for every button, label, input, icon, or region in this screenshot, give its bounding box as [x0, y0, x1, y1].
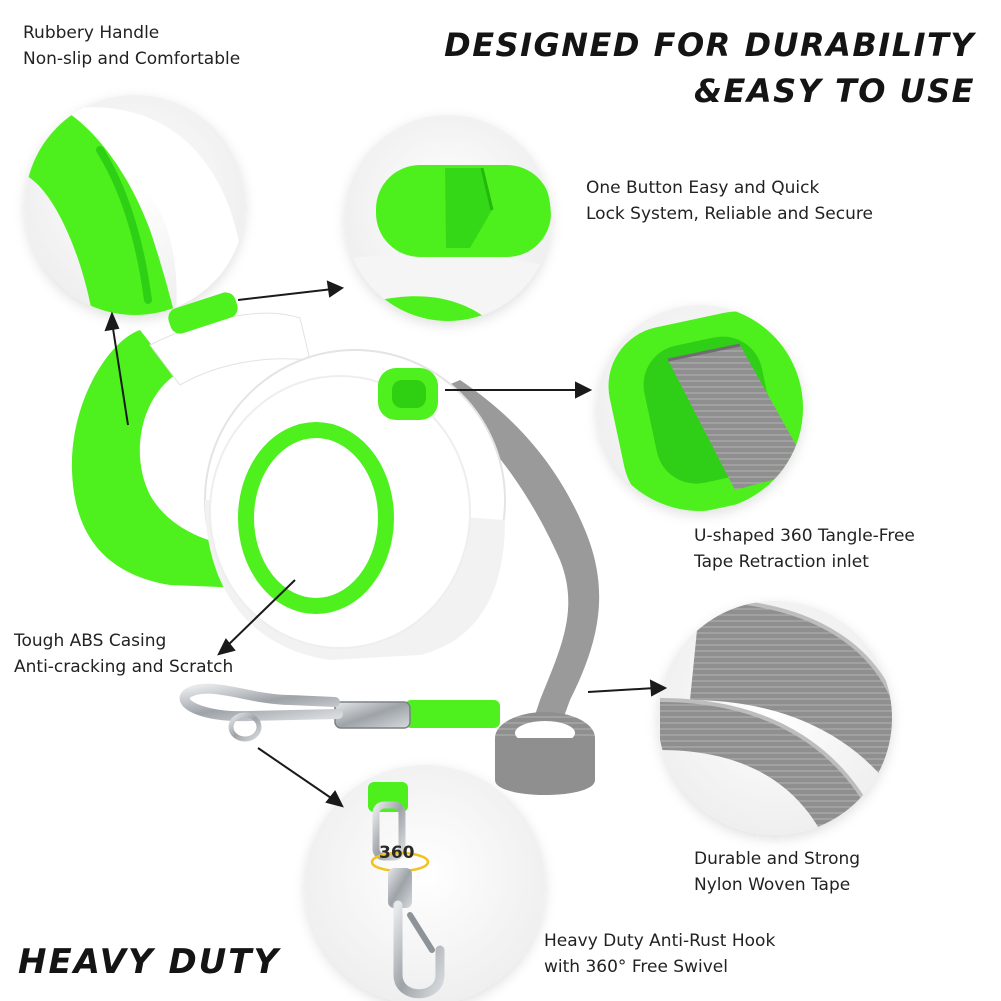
inlet-detail-circle	[597, 305, 803, 511]
tape-detail-circle	[658, 601, 892, 835]
footer-title: HEAVY DUTY	[18, 942, 281, 982]
tape-connector	[405, 700, 500, 728]
casing-caption: Tough ABS Casing Anti-cracking and Scrat…	[14, 631, 234, 677]
casing-ring	[238, 422, 394, 614]
handle-arrow	[111, 321, 129, 426]
hook-caption: Heavy Duty Anti-Rust Hook with 360° Free…	[544, 931, 776, 977]
hook-detail-circle	[305, 765, 545, 1001]
lock-detail-circle	[345, 115, 551, 321]
handle-caption: Rubbery Handle Non-slip and Comfortable	[23, 23, 241, 69]
snap-hook	[179, 683, 343, 722]
swivel-badge: 360	[379, 843, 415, 863]
leash-tape	[432, 380, 600, 760]
page-headline: DESIGNED FOR DURABILITY &EASY TO USE	[444, 22, 975, 114]
lock-arrow	[237, 288, 334, 301]
pointer-arrows	[104, 280, 668, 808]
tape-caption: Durable and Strong Nylon Woven Tape	[694, 849, 861, 895]
inlet-caption: U-shaped 360 Tangle-Free Tape Retraction…	[694, 526, 915, 572]
leash-handle	[71, 330, 250, 588]
leash-product	[71, 292, 600, 795]
lock-button	[168, 292, 238, 334]
tape-arrow	[587, 687, 656, 693]
headline-line-1: DESIGNED FOR DURABILITY	[444, 26, 975, 64]
handle-detail-circle	[25, 95, 245, 315]
casing-arrow	[224, 579, 296, 649]
lock-caption: One Button Easy and Quick Lock System, R…	[586, 178, 873, 224]
hook-arrow	[257, 747, 335, 801]
headline-line-2: &EASY TO USE	[694, 72, 975, 110]
